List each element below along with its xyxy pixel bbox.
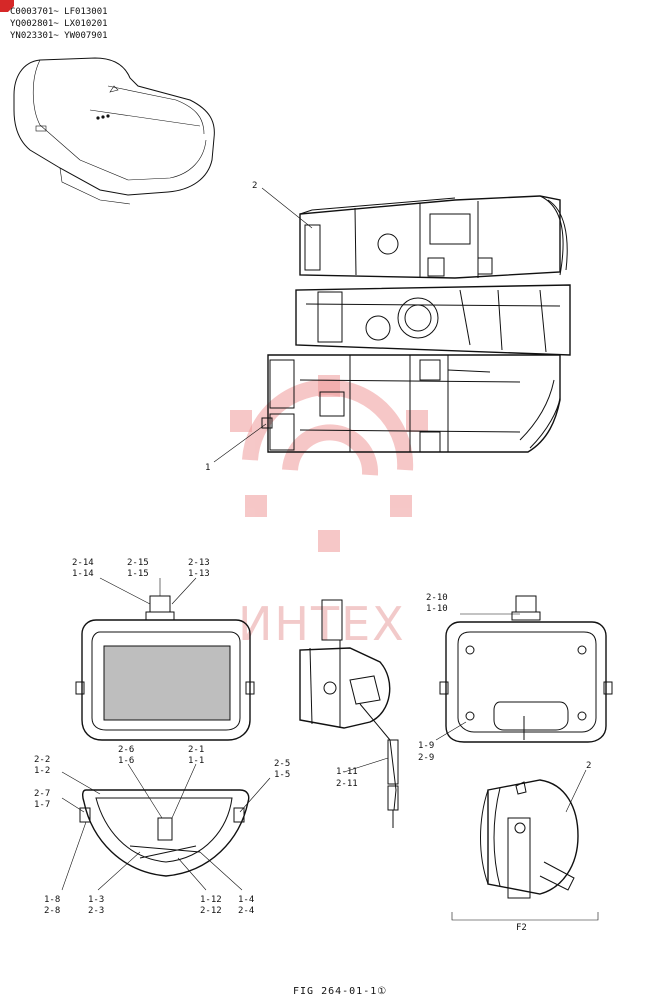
callout-frame-2: 2 xyxy=(252,181,257,191)
callout-frame-1: 1 xyxy=(205,463,210,473)
callout-2-8: 2-8 xyxy=(44,906,60,916)
work-lamp-rear-view xyxy=(435,595,613,743)
corner-marker xyxy=(0,0,14,12)
callout-1-4: 1-4 xyxy=(238,895,254,905)
callout-1-15: 1-15 xyxy=(127,569,149,579)
callout-1-9: 1-9 xyxy=(418,741,434,751)
work-lamp-front-view xyxy=(75,577,255,741)
lamp-lens-pattern xyxy=(104,646,230,720)
callout-1-8: 1-8 xyxy=(44,895,60,905)
callout-1-1: 1-1 xyxy=(188,756,204,766)
serial-line-1: C0003701~ LF013001 xyxy=(10,7,108,17)
callout-1-12: 1-12 xyxy=(200,895,222,905)
callout-2-4: 2-4 xyxy=(238,906,254,916)
serial-line-2: YQ002801~ LX010201 xyxy=(10,19,108,29)
callout-2-15: 2-15 xyxy=(127,558,149,568)
machine-overview-drawing xyxy=(13,57,215,205)
figure-caption: FIG 264-01-1① xyxy=(293,986,387,997)
watermark-text: ИНТЕХ xyxy=(238,597,406,651)
callout-2-5: 2-5 xyxy=(274,759,290,769)
work-lamp-side-view xyxy=(299,599,399,828)
callout-1-6: 1-6 xyxy=(118,756,134,766)
lamp-detail-f2 xyxy=(451,769,599,921)
callout-2-9: 2-9 xyxy=(418,753,434,763)
callout-2-2: 2-2 xyxy=(34,755,50,765)
callout-2-11: 2-11 xyxy=(336,779,358,789)
callout-1-11: 1-11 xyxy=(336,767,358,777)
serial-line-3: YN023301~ YW007901 xyxy=(10,31,108,41)
detail-label-f2: F2 xyxy=(516,923,527,933)
frame-assembly-drawing: 2 1 xyxy=(205,181,571,473)
serial-range-header: C0003701~ LF013001 YQ002801~ LX010201 YN… xyxy=(10,7,108,41)
callout-2-14: 2-14 xyxy=(72,558,94,568)
callout-lamp-2: 2 xyxy=(586,761,591,771)
callout-2-3: 2-3 xyxy=(88,906,104,916)
callout-2-13: 2-13 xyxy=(188,558,210,568)
callout-2-7: 2-7 xyxy=(34,789,50,799)
callout-2-12: 2-12 xyxy=(200,906,222,916)
callout-2-1: 2-1 xyxy=(188,745,204,755)
callout-2-6: 2-6 xyxy=(118,745,134,755)
lamp-base-exploded-view xyxy=(61,763,271,891)
callout-1-5: 1-5 xyxy=(274,770,290,780)
callout-1-2: 1-2 xyxy=(34,766,50,776)
callout-1-13: 1-13 xyxy=(188,569,210,579)
callout-1-7: 1-7 xyxy=(34,800,50,810)
callout-1-14: 1-14 xyxy=(72,569,94,579)
callout-1-10: 1-10 xyxy=(426,604,448,614)
callout-1-3: 1-3 xyxy=(88,895,104,905)
callout-2-10: 2-10 xyxy=(426,593,448,603)
